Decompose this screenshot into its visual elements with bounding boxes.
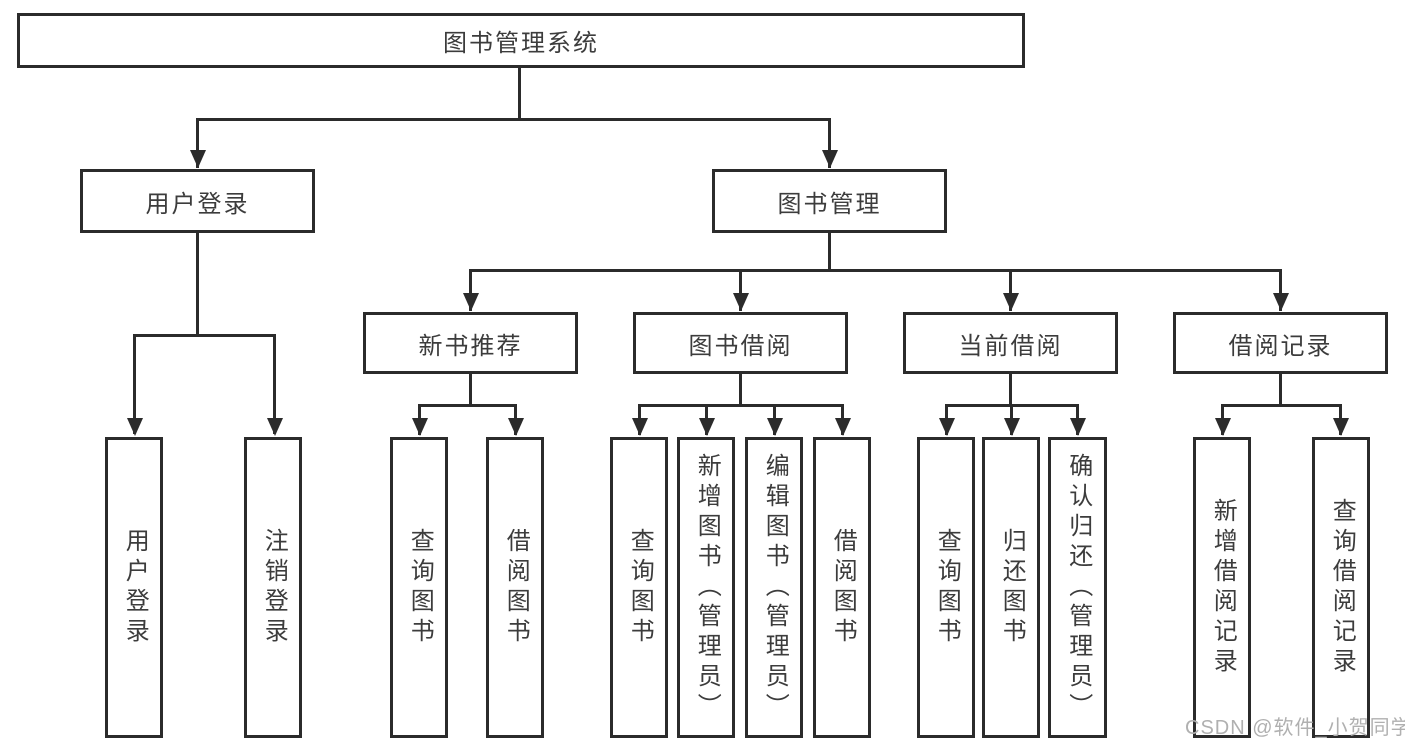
- leaf-query-books-newbook: 查询图书: [390, 437, 448, 738]
- connector-arrowhead-down: [1332, 418, 1349, 436]
- connector-arrowhead-down: [507, 418, 524, 436]
- leaf-query-borrow-record: 查询借阅记录: [1312, 437, 1370, 738]
- connector-arrowhead-down: [1214, 418, 1231, 436]
- leaf-add-borrow-record: 新增借阅记录: [1193, 437, 1251, 738]
- leaf-query-books-current: 查询图书: [917, 437, 975, 738]
- connector-arrowhead-down: [126, 418, 143, 436]
- connector-arrowhead-down: [1272, 293, 1289, 311]
- node-book-management: 图书管理: [712, 169, 947, 233]
- connector-vline: [739, 269, 742, 311]
- connector-vline: [1009, 269, 1012, 311]
- connector-arrowhead-down: [266, 418, 283, 436]
- connector-arrowhead-down: [821, 150, 838, 168]
- connector-vline: [469, 269, 472, 311]
- leaf-add-books-admin: 新增图书（管理员）: [677, 437, 735, 738]
- leaf-logout: 注销登录: [244, 437, 302, 738]
- leaf-confirm-return-admin: 确认归还（管理员）: [1048, 437, 1107, 738]
- connector-arrowhead-down: [938, 418, 955, 436]
- connector-vline: [518, 68, 521, 118]
- connector-vline: [1279, 269, 1282, 311]
- node-current-borrowing: 当前借阅: [903, 312, 1118, 374]
- connector-hline: [469, 269, 1282, 272]
- connector-arrowhead-down: [834, 418, 851, 436]
- connector-vline: [828, 118, 831, 168]
- node-user-login: 用户登录: [80, 169, 315, 233]
- connector-vline: [828, 232, 831, 272]
- connector-vline: [1009, 374, 1012, 407]
- connector-vline: [133, 334, 136, 434]
- leaf-borrow-books-newbook: 借阅图书: [486, 437, 544, 738]
- connector-hline: [638, 404, 844, 407]
- connector-hline: [196, 118, 831, 121]
- node-book-borrowing: 图书借阅: [633, 312, 848, 374]
- connector-vline: [739, 374, 742, 407]
- connector-vline: [196, 233, 199, 337]
- connector-arrowhead-down: [698, 418, 715, 436]
- leaf-borrow-books-borrow: 借阅图书: [813, 437, 871, 738]
- connector-arrowhead-down: [732, 293, 749, 311]
- connector-vline: [469, 374, 472, 407]
- leaf-edit-books-admin: 编辑图书（管理员）: [745, 437, 803, 738]
- node-new-book-recommendation: 新书推荐: [363, 312, 578, 374]
- connector-hline: [945, 404, 1079, 407]
- connector-hline: [418, 404, 517, 407]
- connector-arrowhead-down: [766, 418, 783, 436]
- leaf-user-login: 用户登录: [105, 437, 163, 738]
- connector-hline: [1221, 404, 1342, 407]
- connector-arrowhead-down: [1002, 293, 1019, 311]
- connector-arrowhead-down: [189, 150, 206, 168]
- connector-arrowhead-down: [462, 293, 479, 311]
- leaf-return-books: 归还图书: [982, 437, 1040, 738]
- leaf-query-books-borrow: 查询图书: [610, 437, 668, 738]
- connector-arrowhead-down: [1003, 418, 1020, 436]
- node-library-management-system: 图书管理系统: [17, 13, 1025, 68]
- connector-vline: [196, 118, 199, 168]
- connector-vline: [1279, 374, 1282, 407]
- connector-arrowhead-down: [1069, 418, 1086, 436]
- csdn-watermark: CSDN @软件_小贺同学: [1185, 717, 1405, 739]
- connector-arrowhead-down: [411, 418, 428, 436]
- connector-hline: [133, 334, 276, 337]
- connector-vline: [273, 334, 276, 434]
- node-borrowing-records: 借阅记录: [1173, 312, 1388, 374]
- connector-arrowhead-down: [631, 418, 648, 436]
